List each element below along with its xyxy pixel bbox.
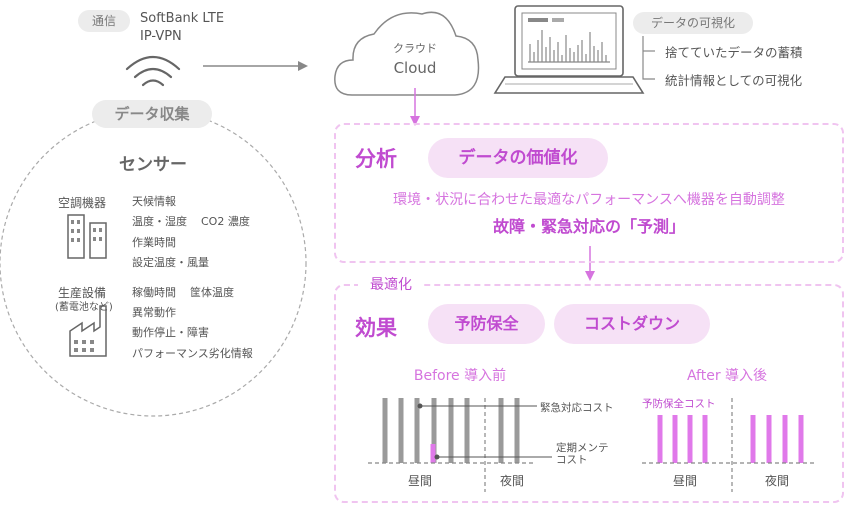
prod-name: 生産設備	[58, 286, 107, 300]
viz-item-2: 統計情報としての可視化	[665, 73, 803, 88]
viz-bracket	[642, 36, 655, 80]
wifi-icon	[125, 56, 181, 87]
hvac-item-1: 天候情報	[132, 195, 176, 208]
prod-sub: (蓄電池など)	[55, 302, 113, 313]
arrow-cloud-to-analysis	[410, 88, 420, 126]
analysis-line2: 故障・緊急対応の「予測」	[492, 217, 685, 236]
effect-pill-preventive: 予防保全	[428, 304, 545, 344]
comm-tag: 通信	[78, 10, 130, 32]
prod-item-3: 異常動作	[132, 306, 176, 319]
prod-item-1: 稼働時間	[132, 286, 176, 299]
before-night-label: 夜間	[500, 474, 525, 488]
comm-line2: IP-VPN	[140, 29, 182, 44]
effect-pill-costdown: コストダウン	[554, 304, 710, 344]
analysis-line1: 環境・状況に合わせた最適なパフォーマンスへ機器を自動調整	[393, 192, 785, 208]
hvac-item-2: 温度・湿度	[132, 215, 187, 228]
effect-box	[334, 284, 844, 503]
after-legend-preventive: 予防保全コスト	[642, 398, 716, 410]
collect-tag: データ収集	[92, 100, 212, 128]
before-legend-regular-2: コスト	[556, 454, 588, 466]
before-day-label: 昼間	[408, 474, 433, 488]
after-day-label: 昼間	[673, 474, 698, 488]
after-chart	[642, 398, 815, 492]
after-title: After 導入後	[686, 368, 768, 384]
before-chart	[368, 398, 552, 492]
sensor-title: センサー	[119, 155, 187, 175]
viz-item-1: 捨てていたデータの蓄積	[665, 45, 803, 60]
before-leader-dot	[417, 403, 423, 409]
hvac-item-4: 作業時間	[132, 236, 176, 249]
before-title: Before 導入前	[413, 368, 507, 384]
factory-icon	[69, 305, 107, 357]
analysis-pill: データの価値化	[428, 138, 608, 178]
cloud-label-jp: クラウド	[393, 42, 437, 55]
cloud-label-en: Cloud	[393, 59, 437, 77]
analysis-title: 分析	[355, 147, 397, 171]
hvac-name: 空調機器	[58, 196, 107, 210]
arrow-analysis-to-effect	[585, 246, 595, 281]
before-leader-dot-2	[434, 454, 440, 460]
comm-line1: SoftBank LTE	[140, 11, 225, 26]
hvac-item-3: CO2 濃度	[201, 215, 250, 228]
prod-item-2: 筐体温度	[190, 286, 234, 299]
effect-title: 効果	[355, 316, 397, 340]
after-night-label: 夜間	[765, 474, 790, 488]
analysis-box	[334, 123, 844, 263]
hvac-item-5: 設定温度・風量	[132, 256, 209, 269]
viz-tag: データの可視化	[633, 12, 753, 34]
cloud-shape	[334, 11, 480, 96]
building-icon	[67, 214, 107, 259]
arrow-to-cloud	[203, 61, 308, 71]
prod-item-4: 動作停止・障害	[132, 326, 209, 339]
laptop-icon	[493, 5, 645, 94]
sensor-circle	[0, 109, 307, 417]
optimize-label: 最適化	[358, 274, 424, 294]
prod-item-5: パフォーマンス劣化情報	[132, 347, 253, 360]
before-legend-regular-1: 定期メンテ	[556, 442, 609, 454]
before-legend-emergency: 緊急対応コスト	[540, 402, 614, 414]
